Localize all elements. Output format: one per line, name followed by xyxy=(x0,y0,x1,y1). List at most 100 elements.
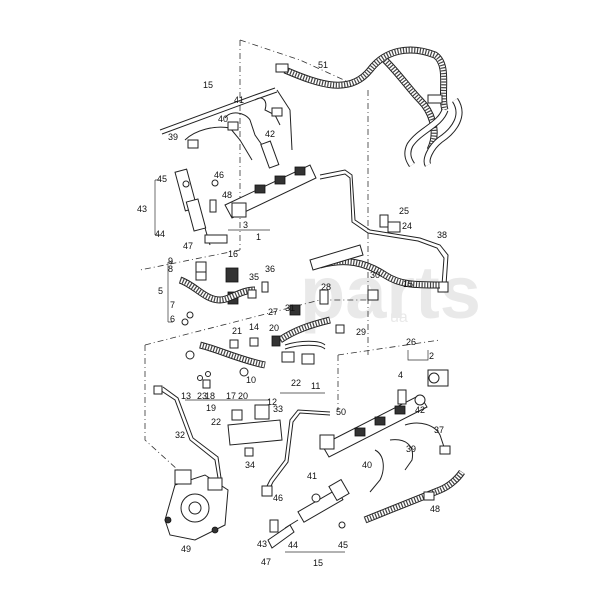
seal-45-bottom xyxy=(338,521,346,529)
callout-label: 9 xyxy=(168,256,173,266)
callout-label: 20 xyxy=(238,391,248,401)
callout-label: 1 xyxy=(256,232,261,242)
hose-51-branch-inner xyxy=(383,58,437,152)
boundary-line-5 xyxy=(144,345,201,491)
pump-49 xyxy=(164,469,229,541)
callout-label: 15 xyxy=(313,558,323,568)
injector-43-body xyxy=(185,198,207,232)
pump-line-nut xyxy=(261,485,273,497)
callout-label: 10 xyxy=(246,375,256,385)
callout-label: 3 xyxy=(243,220,248,230)
pipe-41 xyxy=(254,97,281,126)
callout-label: 26 xyxy=(406,337,416,347)
callout-label: 33 xyxy=(273,404,283,414)
part-17 xyxy=(202,379,211,389)
part-36 xyxy=(261,281,269,293)
bolt-25 xyxy=(379,214,389,228)
pipe-40 xyxy=(224,112,263,146)
pipe-39-right xyxy=(404,422,446,451)
bolt-48-bottom xyxy=(269,519,279,533)
callout-label: 2 xyxy=(429,351,434,361)
hose-5-texture xyxy=(179,277,256,303)
injector-43-bottom xyxy=(284,478,350,529)
callout-label: 19 xyxy=(206,403,216,413)
hose-51-branch-3-inner xyxy=(424,98,462,167)
rail-2-port-3 xyxy=(394,405,406,415)
callout-label: 49 xyxy=(181,544,191,554)
part-20 xyxy=(229,339,239,349)
callout-label: 18 xyxy=(205,391,215,401)
callout-label: 13 xyxy=(181,391,191,401)
callout-label: 46 xyxy=(214,170,224,180)
clamp-47-bottom xyxy=(267,524,295,549)
callout-label: 25 xyxy=(399,206,409,216)
part-23 xyxy=(185,350,195,360)
part-19 xyxy=(205,371,211,377)
sensor-42-right xyxy=(397,389,407,405)
callout-label: 43 xyxy=(137,204,147,214)
bolt-48 xyxy=(209,199,217,213)
callout-label: 24 xyxy=(402,221,412,231)
callout-label: 40 xyxy=(362,460,372,470)
callout-label: 16 xyxy=(228,249,238,259)
bracket-24 xyxy=(387,221,401,233)
line-26-nut xyxy=(153,385,163,395)
callout-label: 40 xyxy=(218,114,228,124)
hose-51-branch-2-inner xyxy=(405,108,448,167)
callout-label: 20 xyxy=(269,323,279,333)
part-29 xyxy=(335,324,345,334)
hose-51-clamp xyxy=(275,63,289,73)
callout-label: 32 xyxy=(175,430,185,440)
callout-label: 15 xyxy=(203,80,213,90)
callout-label: 39 xyxy=(168,132,178,142)
callout-label: 50 xyxy=(336,407,346,417)
clamp-33 xyxy=(231,409,243,421)
boundary-line-8 xyxy=(139,249,241,271)
hose-27-texture xyxy=(278,317,331,343)
part-35 xyxy=(247,289,257,299)
callout-label: 35 xyxy=(249,272,259,282)
callout-label: 6 xyxy=(170,314,175,324)
callout-label: 48 xyxy=(430,504,440,514)
part-13 xyxy=(239,367,249,377)
injector-45-seal xyxy=(182,180,190,188)
callout-label: 46 xyxy=(273,493,283,503)
clamp-34 xyxy=(254,404,270,420)
fuel-rail-port-3 xyxy=(294,166,306,176)
callout-label: 38 xyxy=(437,230,447,240)
fuel-rail-port-1 xyxy=(254,184,266,194)
hose-51-texture xyxy=(284,47,448,111)
part-6 xyxy=(181,318,189,326)
part-9 xyxy=(195,261,207,273)
callout-label: 11 xyxy=(311,381,320,391)
callout-label: 28 xyxy=(321,282,331,292)
callout-label: 17 xyxy=(226,391,236,401)
filter-connector xyxy=(309,244,364,271)
pipe-40-nut xyxy=(227,121,239,131)
hose-21-texture xyxy=(199,342,266,368)
pipe-41-right xyxy=(369,449,384,493)
fuel-line-38 xyxy=(319,169,449,286)
fuel-rail-port-2 xyxy=(274,175,286,185)
callout-label: 51 xyxy=(318,60,328,70)
hose-15-bottom-clip xyxy=(423,491,435,501)
callout-label: 41 xyxy=(307,471,317,481)
callout-label: 39 xyxy=(406,444,416,454)
watermark-domain: ua xyxy=(390,309,408,326)
part-11 xyxy=(281,351,295,363)
connector-3 xyxy=(231,202,247,218)
callout-label: 4 xyxy=(398,370,403,380)
rail-2-port-1 xyxy=(354,427,366,437)
return-line-15-seg xyxy=(276,89,293,151)
callout-label: 47 xyxy=(183,241,193,251)
callout-label: 29 xyxy=(356,327,366,337)
fuel-line-26 xyxy=(159,386,222,479)
seal-50 xyxy=(414,394,426,406)
boundary-line-6 xyxy=(337,339,441,356)
callout-label: 37 xyxy=(434,425,444,435)
pump-line xyxy=(264,409,331,493)
bracket-43-left xyxy=(154,179,160,236)
callout-label: 8 xyxy=(168,264,173,274)
hose-15-bottom-inner xyxy=(364,470,465,523)
